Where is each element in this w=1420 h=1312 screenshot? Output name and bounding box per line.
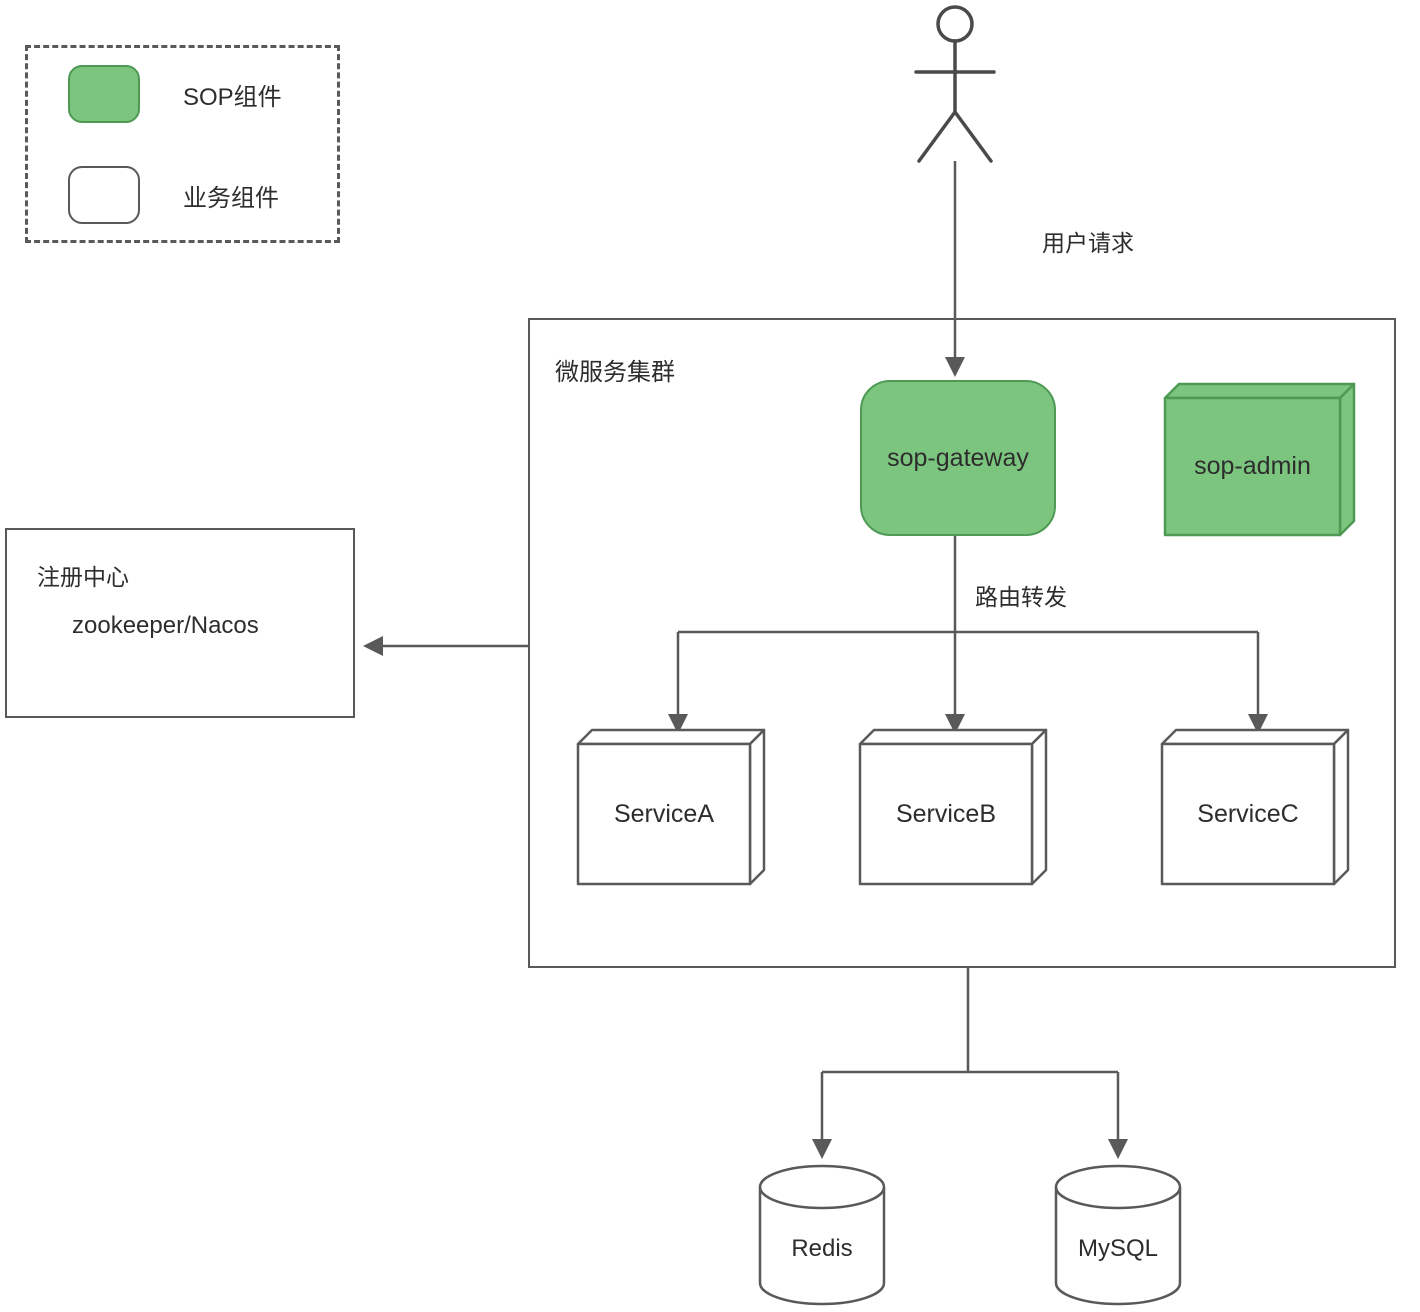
sop-gateway-node: sop-gateway bbox=[860, 380, 1056, 536]
service-c-box bbox=[1160, 728, 1350, 886]
route-forward-arrows bbox=[668, 536, 1268, 734]
redis-cylinder-icon bbox=[758, 1164, 886, 1306]
registry-node: 注册中心 zookeeper/Nacos bbox=[5, 528, 355, 718]
service-a-label-area: ServiceA bbox=[578, 744, 750, 884]
route-forward-edge-label: 路由转发 bbox=[975, 584, 1067, 610]
legend-sop-label: SOP组件 bbox=[183, 83, 282, 111]
sop-admin-box bbox=[1163, 382, 1356, 537]
service-b-label: ServiceB bbox=[895, 799, 997, 828]
user-request-edge-label: 用户请求 bbox=[1042, 230, 1134, 256]
legend-business-label: 业务组件 bbox=[183, 184, 279, 212]
sop-gateway-label: sop-gateway bbox=[887, 443, 1029, 472]
registry-title: 注册中心 bbox=[37, 564, 129, 590]
redis-label: Redis bbox=[791, 1235, 853, 1262]
service-c-label: ServiceC bbox=[1197, 799, 1299, 828]
db-connector-arrows bbox=[812, 968, 1128, 1159]
registry-subtitle: zookeeper/Nacos bbox=[72, 612, 259, 639]
microservice-cluster-box bbox=[528, 318, 1396, 968]
service-c-label-area: ServiceC bbox=[1162, 744, 1334, 884]
service-a-box bbox=[576, 728, 766, 886]
mysql-label: MySQL bbox=[1077, 1235, 1158, 1262]
service-b-box bbox=[858, 728, 1048, 886]
sop-admin-label-area: sop-admin bbox=[1165, 398, 1340, 535]
legend-sop-swatch bbox=[68, 65, 140, 123]
mysql-cylinder-icon bbox=[1054, 1164, 1182, 1306]
legend: SOP组件 业务组件 bbox=[25, 45, 340, 243]
user-actor-icon bbox=[914, 5, 996, 163]
legend-business-swatch bbox=[68, 166, 140, 224]
cluster-title: 微服务集群 bbox=[555, 359, 675, 386]
sop-admin-label: sop-admin bbox=[1194, 452, 1311, 480]
service-a-label: ServiceA bbox=[613, 799, 715, 828]
service-b-label-area: ServiceB bbox=[860, 744, 1032, 884]
